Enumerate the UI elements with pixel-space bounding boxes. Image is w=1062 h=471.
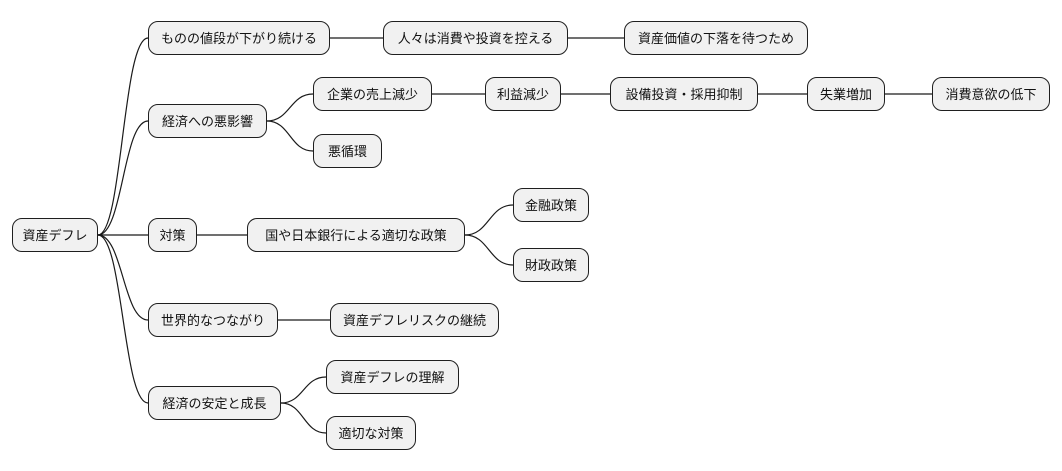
node-asset-deflation-risk-continues: 資産デフレリスクの継続 [330, 303, 499, 337]
link-stability-to-appropriate-measures [280, 402, 327, 434]
node-appropriate-measures: 適切な対策 [326, 416, 416, 450]
node-corporate-sales-decline: 企業の売上減少 [313, 77, 432, 111]
node-global-connection: 世界的なつながり [148, 303, 278, 337]
node-monetary-policy: 金融政策 [513, 188, 589, 222]
link-policy-to-monetary [464, 204, 514, 236]
node-people-refrain-spending: 人々は消費や投資を控える [383, 21, 568, 55]
node-prices-keep-falling: ものの値段が下がり続ける [148, 21, 330, 55]
node-asset-deflation: 資産デフレ [12, 218, 98, 252]
node-unemployment-increase: 失業増加 [807, 77, 885, 111]
link-policy-to-fiscal [464, 234, 514, 266]
node-vicious-cycle: 悪循環 [313, 134, 382, 168]
node-understanding-asset-deflation: 資産デフレの理解 [326, 360, 459, 394]
node-waiting-for-asset-price-drop: 資産価値の下落を待つため [624, 21, 808, 55]
node-countermeasures: 対策 [148, 218, 197, 252]
node-consumer-sentiment-decline: 消費意欲の低下 [932, 77, 1050, 111]
link-root-to-economic-stability-growth [97, 234, 149, 404]
link-impact-to-vicious-cycle [266, 120, 314, 152]
node-negative-economic-impact: 経済への悪影響 [148, 104, 267, 138]
link-impact-to-sales-decline [266, 93, 314, 122]
node-profit-decline: 利益減少 [485, 77, 561, 111]
link-root-to-negative-economic-impact [97, 120, 149, 236]
link-root-to-prices-keep-falling [97, 37, 149, 236]
link-root-to-global-connection [97, 234, 149, 321]
node-economic-stability-growth: 経済の安定と成長 [148, 386, 281, 420]
link-stability-to-understanding [280, 376, 327, 404]
node-fiscal-policy: 財政政策 [513, 248, 589, 282]
node-capex-hiring-restraint: 設備投資・採用抑制 [610, 77, 758, 111]
node-government-boj-policy: 国や日本銀行による適切な政策 [247, 218, 465, 252]
